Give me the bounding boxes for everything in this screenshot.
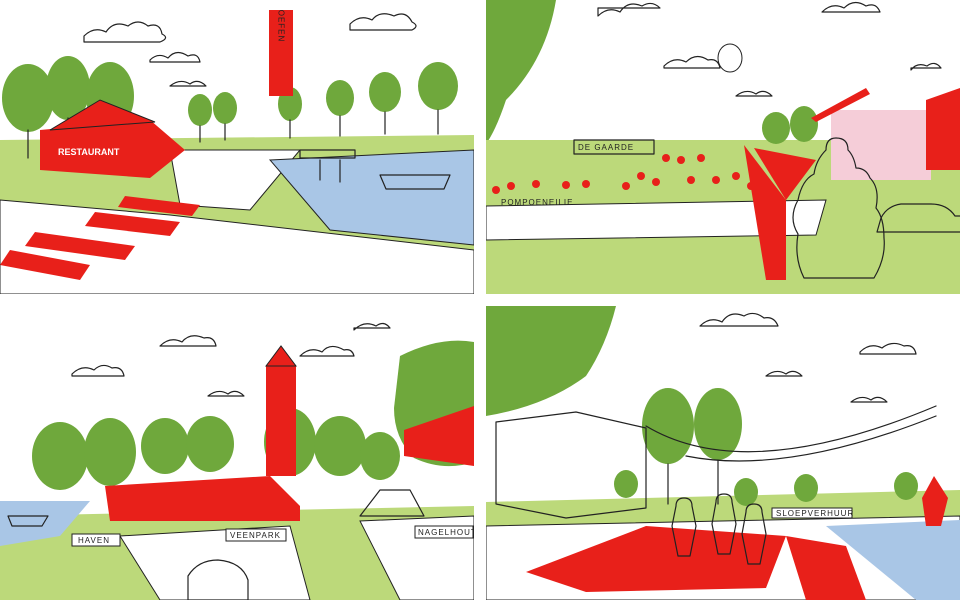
sketch-panel-church-park: HAVEN VEENPARK NAGELHOUT — [0, 306, 474, 600]
cloud — [349, 13, 417, 31]
boat — [379, 174, 451, 190]
water-harbour — [0, 501, 90, 546]
cloud — [859, 342, 917, 355]
red-dance-floor — [526, 526, 786, 592]
cloud — [850, 396, 888, 403]
cloud — [149, 51, 201, 63]
sign-boat-rental-label: SLOEPVERHUUR — [776, 509, 854, 518]
cloud — [765, 370, 803, 377]
cloud — [910, 62, 942, 71]
boat — [7, 515, 49, 527]
cloud — [169, 80, 207, 87]
sign-nagelhout — [414, 525, 474, 539]
sketch-panel-pumpkin-field: DE GAARDE POMPOENEILIE — [486, 0, 960, 294]
car — [187, 559, 249, 600]
tree — [790, 106, 818, 142]
cloud — [699, 312, 779, 327]
sketch-church-park: HAVEN VEENPARK NAGELHOUT — [0, 322, 474, 600]
tree-canopy — [486, 0, 556, 144]
plaza — [169, 149, 302, 211]
sketch-panel-festival-stage: SLOEPVERHUUR — [486, 306, 960, 600]
rider-silhouette — [792, 137, 885, 279]
church-hall — [105, 476, 300, 521]
dancers — [671, 493, 767, 565]
sketch-panel-waterfront-restaurant: RESTAURANT OEFEN — [0, 0, 474, 294]
red-stripe — [786, 536, 866, 600]
dock — [299, 149, 356, 183]
car — [876, 203, 960, 233]
sketch-waterfront-restaurant: RESTAURANT OEFEN — [0, 10, 474, 294]
blossom-tree-building — [831, 110, 931, 180]
cloud — [159, 335, 217, 347]
tree-row — [614, 388, 918, 506]
barn-sign: DE GAARDE — [578, 143, 634, 152]
red-awning — [404, 406, 474, 466]
tree-row — [32, 408, 400, 490]
crosswalk-stripe — [25, 232, 135, 260]
stage-canopy — [495, 411, 647, 519]
hot-air-balloon — [717, 43, 743, 73]
crosswalk-stripe — [118, 196, 200, 216]
pavilion-label: RESTAURANT — [58, 147, 120, 157]
sign-veenpark-label: VEENPARK — [230, 531, 281, 540]
cloud — [83, 21, 167, 43]
sign-haven-label: HAVEN — [78, 536, 110, 545]
string-lights — [645, 405, 937, 462]
church-spire — [265, 345, 297, 367]
banner-label: OEFEN — [277, 10, 286, 43]
water-canal — [826, 520, 960, 600]
sign-veenpark — [225, 528, 287, 542]
path — [486, 199, 827, 241]
pumpkins — [492, 154, 755, 194]
red-beam — [811, 88, 870, 122]
house-roof — [926, 88, 960, 170]
church-tower — [266, 366, 296, 476]
cloud — [353, 322, 391, 331]
pavilion-roof — [49, 99, 156, 131]
sign-boat-rental — [771, 507, 853, 519]
lantern-tower — [922, 476, 948, 526]
red-beam — [754, 148, 816, 200]
cloud — [735, 90, 773, 97]
cloud — [299, 345, 355, 357]
red-beam — [744, 145, 786, 280]
sketch-festival-stage: SLOEPVERHUUR — [486, 306, 960, 600]
cloud — [207, 390, 245, 397]
barn — [573, 139, 655, 155]
cloud — [597, 2, 661, 17]
gutter-horizontal — [0, 294, 960, 306]
field-label: POMPOENEILIE — [501, 198, 573, 207]
sketch-pumpkin-field: DE GAARDE POMPOENEILIE — [486, 0, 960, 294]
cloud — [821, 1, 881, 13]
tree-canopy — [486, 306, 616, 416]
banner-flag — [269, 10, 293, 96]
crosswalk-stripe — [0, 250, 90, 280]
tent — [359, 489, 425, 517]
tree — [762, 112, 790, 144]
crosswalk-stripe — [85, 212, 180, 236]
cloud — [71, 364, 125, 377]
restaurant-pavilion — [40, 120, 185, 178]
sign-haven — [71, 533, 121, 547]
water-canal — [268, 149, 474, 246]
cloud — [663, 55, 721, 69]
sign-nagelhout-label: NAGELHOUT — [418, 528, 474, 537]
